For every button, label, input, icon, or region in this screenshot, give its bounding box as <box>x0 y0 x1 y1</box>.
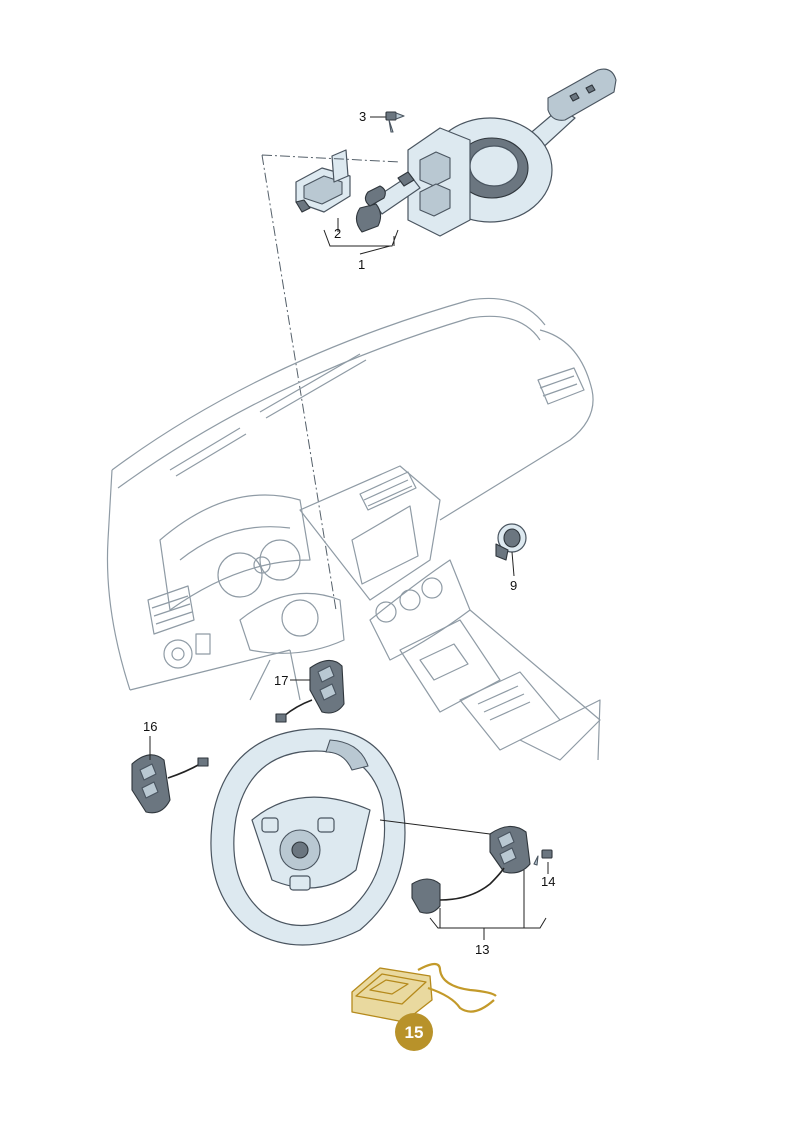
combination-switch[interactable] <box>355 68 617 237</box>
callout-13: 13 <box>475 942 489 957</box>
callout-1: 1 <box>358 257 365 272</box>
steering-wheel[interactable] <box>210 728 406 946</box>
callout-17: 17 <box>274 673 288 688</box>
control-module-part-15[interactable] <box>351 962 497 1023</box>
multifunction-button-part-17[interactable] <box>275 659 345 723</box>
callout-15: 15 <box>405 1023 424 1042</box>
trim-ring-part-9[interactable] <box>495 523 527 577</box>
callout-14: 14 <box>541 874 555 889</box>
callout-9: 9 <box>510 578 517 593</box>
highlight-badge-15[interactable]: 15 <box>395 1013 433 1051</box>
leader-1-2 <box>323 218 399 255</box>
multifunction-button-part-16[interactable] <box>131 736 209 814</box>
screw-part-14[interactable] <box>533 849 553 874</box>
callout-16: 16 <box>143 719 157 734</box>
screw-part-3[interactable] <box>370 111 405 133</box>
dashboard-outline <box>106 297 601 761</box>
callout-3: 3 <box>359 109 366 124</box>
callout-2: 2 <box>334 226 341 241</box>
mounting-bracket[interactable] <box>295 149 351 213</box>
multifunction-switch-part-13[interactable] <box>379 819 547 940</box>
